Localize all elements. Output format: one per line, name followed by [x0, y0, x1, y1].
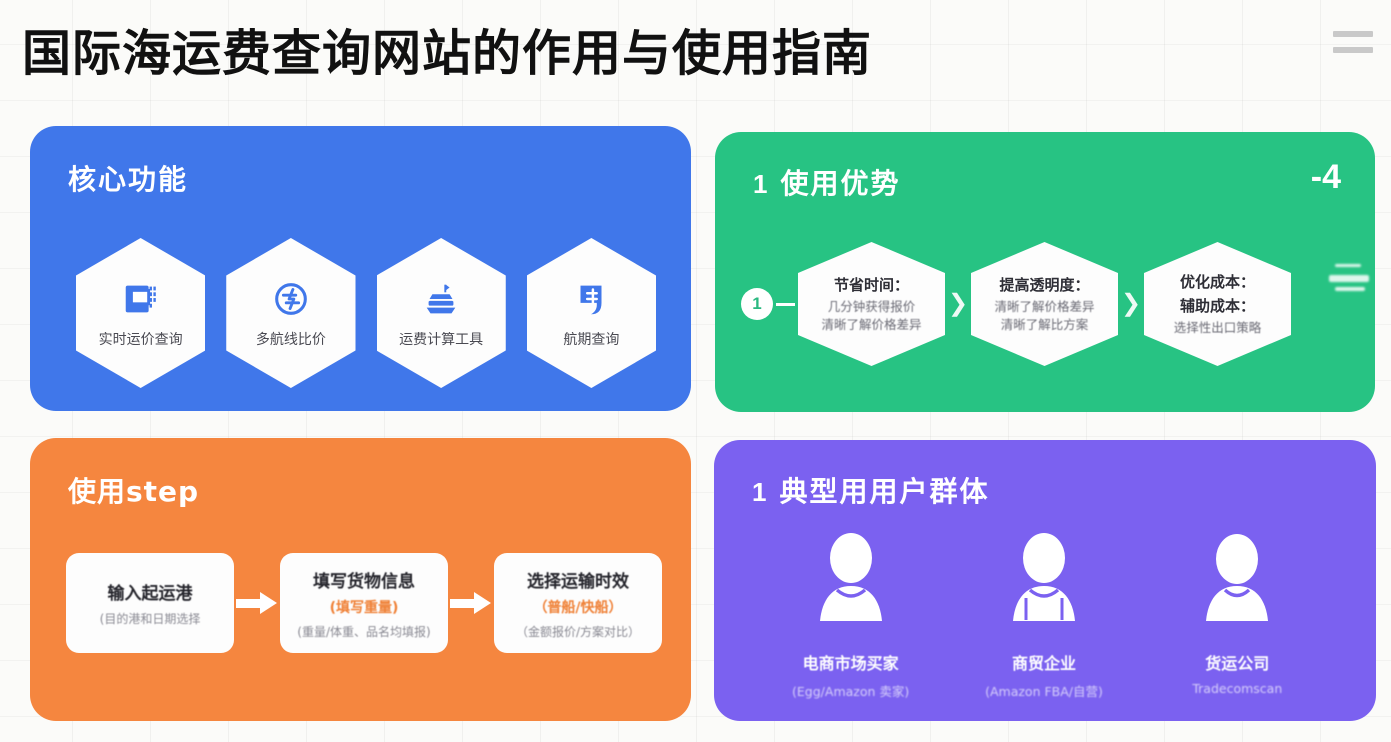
- step-midtext: (填写重量): [329, 599, 399, 616]
- step-subtext: (重量/体重、品名均填报): [297, 624, 431, 639]
- usage-steps-list: 输入起运港 (目的港和日期选择 填写货物信息 (填写重量) (重量/体重、品名均…: [66, 548, 662, 658]
- usage-step-item[interactable]: 填写货物信息 (填写重量) (重量/体重、品名均填报): [280, 553, 448, 653]
- advantage-item[interactable]: 提高透明度： 清晰了解价格差异 清晰了解比方案: [971, 242, 1118, 366]
- advantages-title: 使用优势: [780, 167, 901, 200]
- user-group-subtext: Tradecomscan: [1192, 681, 1283, 696]
- user-group-item[interactable]: 货运公司 Tradecomscan: [1152, 532, 1322, 696]
- book-document-icon: [120, 278, 162, 320]
- advantages-step-number: 1: [741, 288, 773, 320]
- user-group-name: 商贸企业: [1011, 654, 1076, 673]
- advantage-heading: 提高透明度：: [999, 275, 1090, 294]
- page-header: 国际海运费查询网站的作用与使用指南: [0, 0, 1391, 92]
- hamburger-line-2: [1333, 47, 1373, 53]
- user-groups-index: 1: [752, 477, 767, 507]
- core-features-list: 实时运价查询 多航线比价: [76, 238, 656, 388]
- core-feature-item[interactable]: 多航线比价: [226, 238, 356, 388]
- user-groups-title: 典型用用户群体: [779, 475, 990, 508]
- user-group-name: 货运公司: [1205, 654, 1270, 673]
- step-heading: 输入起运港: [107, 584, 193, 604]
- hamburger-icon[interactable]: [1333, 31, 1373, 53]
- advantage-subheading: 辅助成本：: [1179, 296, 1255, 315]
- arrow-right-icon: [448, 588, 494, 618]
- core-feature-item[interactable]: 运费计算工具: [376, 238, 506, 388]
- advantages-flow: 1 节省时间： 几分钟获得报价 清晰了解价格差异 ❯ 提高透明度： 清晰了解价格…: [741, 238, 1361, 370]
- advantage-line: 清晰了解价格差异: [994, 298, 1095, 314]
- advantage-heading: 节省时间：: [833, 275, 909, 294]
- compare-circle-icon: [270, 278, 312, 320]
- step-midtext: （普船/快船）: [533, 599, 623, 616]
- advantages-index: 1: [753, 169, 768, 199]
- user-group-subtext: (Egg/Amazon 卖家): [792, 684, 910, 699]
- person-avatar-icon: [1197, 532, 1277, 636]
- arrow-right-icon: [234, 588, 280, 618]
- step-subtext: （金额报价/方案对比）: [515, 624, 641, 639]
- schedule-note-icon: [570, 278, 612, 320]
- core-feature-label: 航期查询: [563, 331, 620, 348]
- hamburger-line-1: [1333, 31, 1373, 37]
- step-subtext: (目的港和日期选择: [99, 612, 201, 626]
- advantage-line: 清晰了解比方案: [1000, 317, 1089, 332]
- advantage-line: 几分钟获得报价: [827, 298, 916, 314]
- core-feature-label: 多航线比价: [255, 331, 326, 348]
- chevron-right-icon: ❯: [1120, 290, 1142, 317]
- advantages-title-row: 1 使用优势: [753, 162, 900, 202]
- usage-steps-card: 使用step 输入起运港 (目的港和日期选择 填写货物信息 (填写重量) (重量…: [30, 438, 691, 721]
- user-group-subtext: (Amazon FBA/自营): [985, 684, 1103, 699]
- flow-connector: [776, 302, 795, 306]
- advantage-item[interactable]: 优化成本： 辅助成本： 选择性出口策略: [1144, 242, 1291, 366]
- step-heading: 填写货物信息: [313, 571, 415, 592]
- page-title: 国际海运费查询网站的作用与使用指南: [22, 25, 873, 82]
- advantage-heading: 优化成本：: [1179, 272, 1255, 291]
- core-features-card: 核心功能 实时运价: [30, 126, 691, 411]
- user-group-item[interactable]: 商贸企业 (Amazon FBA/自营): [959, 532, 1129, 700]
- usage-step-item[interactable]: 输入起运港 (目的港和日期选择: [66, 553, 234, 653]
- core-feature-item[interactable]: 航期查询: [526, 238, 656, 388]
- usage-steps-title: 使用step: [68, 475, 200, 508]
- usage-step-item[interactable]: 选择运输时效 （普船/快船） （金额报价/方案对比）: [494, 553, 662, 653]
- user-group-name: 电商市场买家: [802, 654, 899, 673]
- cut-off-graphic: [1325, 260, 1375, 304]
- core-feature-label: 实时运价查询: [98, 331, 183, 348]
- advantages-badge: -4: [1310, 158, 1341, 196]
- person-avatar-icon: [1004, 532, 1084, 636]
- user-groups-list: 电商市场买家 (Egg/Amazon 卖家) 商贸企业 (Amazon FBA/…: [754, 532, 1334, 702]
- person-avatar-icon: [811, 532, 891, 636]
- step-heading: 选择运输时效: [527, 571, 629, 592]
- advantages-card: 1 使用优势 -4 1 节省时间： 几分钟获得报价 清晰了解价格差异 ❯ 提高透…: [715, 132, 1375, 412]
- ship-calculator-icon: [420, 278, 462, 320]
- chevron-right-icon: ❯: [947, 290, 969, 317]
- user-groups-card: 1 典型用用户群体 电商市场买家 (Egg/Amazon 卖家): [714, 440, 1376, 721]
- core-features-title: 核心功能: [68, 163, 189, 196]
- advantage-line: 选择性出口策略: [1173, 319, 1262, 335]
- core-feature-item[interactable]: 实时运价查询: [76, 238, 206, 388]
- core-feature-label: 运费计算工具: [399, 331, 484, 348]
- advantage-line: 清晰了解价格差异: [821, 317, 922, 332]
- user-group-item[interactable]: 电商市场买家 (Egg/Amazon 卖家): [766, 532, 936, 700]
- user-groups-title-row: 1 典型用用户群体: [752, 470, 989, 510]
- advantage-item[interactable]: 节省时间： 几分钟获得报价 清晰了解价格差异: [798, 242, 945, 366]
